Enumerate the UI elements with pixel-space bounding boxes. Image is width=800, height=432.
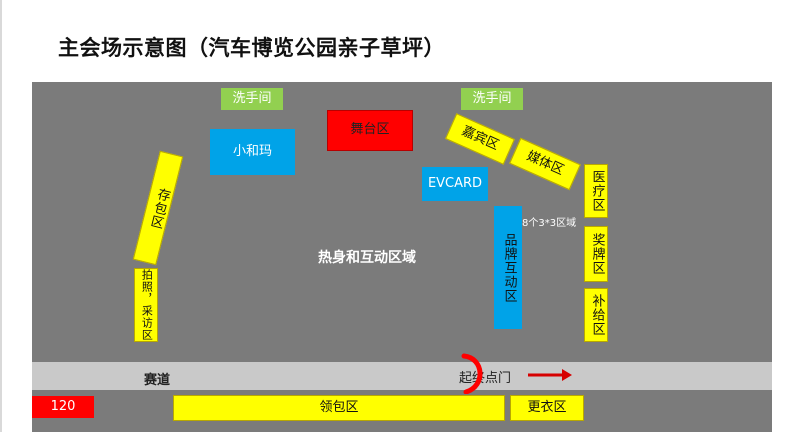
pickup-area-label: 领包区: [319, 399, 359, 415]
brand-interaction-note: 8个3*3区域: [522, 218, 577, 229]
direction-arrow-icon: [528, 369, 572, 381]
xiaohema-area-label: 小和玛: [232, 143, 272, 159]
page-edge-line: [0, 0, 2, 432]
changing-area-label: 更衣区: [527, 399, 567, 415]
evcard-area-label: EVCARD: [427, 175, 483, 191]
stage-area: 舞台区: [327, 110, 413, 151]
stage-area-label: 舞台区: [350, 122, 390, 138]
page-title: 主会场示意图（汽车博览公园亲子草坪）: [58, 36, 445, 60]
award-area: 奖牌区: [584, 226, 608, 282]
warmup-area-label: 热身和互动区域: [318, 250, 416, 266]
race-track-strip: [32, 362, 772, 390]
restroom-right-label: 洗手间: [472, 90, 512, 106]
number-120-box: 120: [32, 396, 94, 418]
medical-area-label: 医疗区: [589, 170, 605, 212]
restroom-left-label: 洗手间: [232, 90, 272, 106]
xiaohema-area: 小和玛: [210, 129, 295, 175]
supply-area: 补给区: [584, 288, 608, 342]
medical-area: 医疗区: [584, 164, 608, 218]
photo-interview-area: 拍照，采访区: [134, 268, 158, 342]
evcard-area: EVCARD: [422, 167, 488, 201]
award-area-label: 奖牌区: [589, 233, 605, 275]
race-track-label: 赛道: [144, 373, 171, 388]
restroom-right: 洗手间: [461, 88, 523, 110]
pickup-area: 领包区: [173, 395, 505, 421]
brand-interaction-area: 品牌互动区: [494, 206, 522, 329]
restroom-left: 洗手间: [221, 88, 283, 110]
supply-area-label: 补给区: [589, 294, 605, 336]
photo-interview-area-label: 拍照，采访区: [140, 269, 154, 341]
start-gate-arc-icon: [461, 353, 483, 394]
brand-interaction-area-label: 品牌互动区: [501, 232, 517, 303]
changing-area: 更衣区: [510, 395, 584, 421]
number-120-label: 120: [50, 398, 76, 414]
start-gate-label: 起终点门: [459, 371, 512, 386]
